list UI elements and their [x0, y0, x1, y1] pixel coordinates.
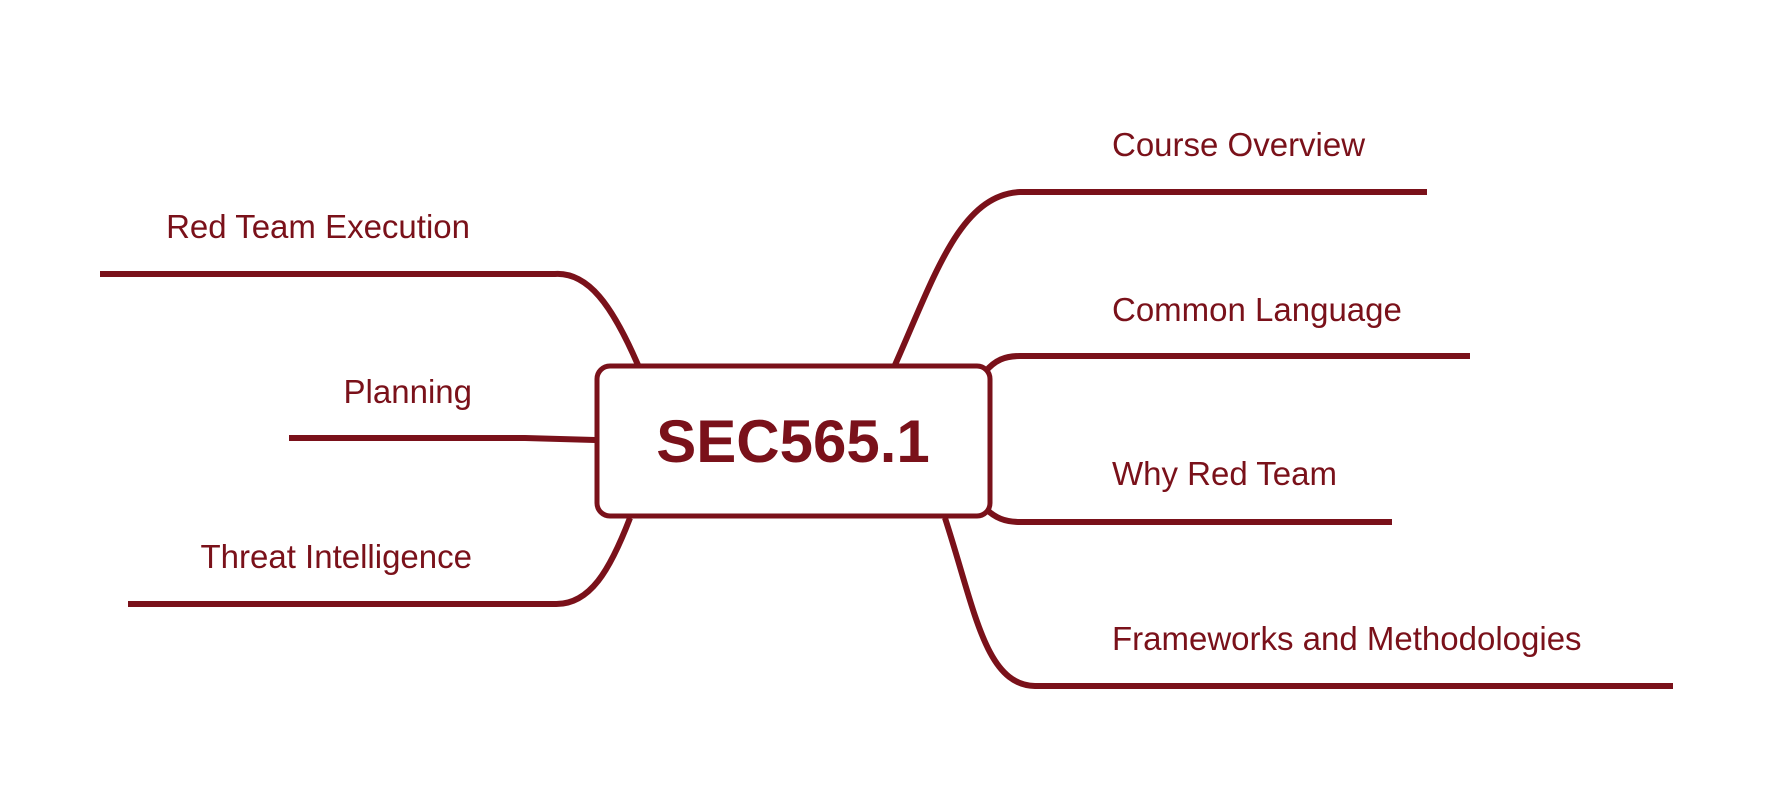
branch-label-common-language[interactable]: Common Language: [1112, 291, 1402, 328]
branch-label-red-team-execution[interactable]: Red Team Execution: [166, 208, 470, 245]
connector-threat-intelligence: [128, 516, 633, 608]
connector-planning: [289, 435, 596, 443]
branch-labels: Red Team Execution Planning Threat Intel…: [166, 126, 1581, 657]
connector-frameworks: [942, 517, 1673, 689]
connector-why-red-team: [982, 505, 1392, 525]
branch-label-planning[interactable]: Planning: [344, 373, 472, 410]
central-topic-box: [594, 363, 993, 519]
connector-red-team-execution: [100, 270, 641, 367]
branch-label-course-overview[interactable]: Course Overview: [1112, 126, 1365, 163]
connector-common-language: [982, 353, 1470, 374]
central-topic-node[interactable]: SEC565.1: [594, 363, 993, 519]
connector-course-overview: [892, 189, 1427, 367]
branch-label-threat-intelligence[interactable]: Threat Intelligence: [201, 538, 473, 575]
branch-label-why-red-team[interactable]: Why Red Team: [1112, 455, 1337, 492]
central-topic-label: SEC565.1: [656, 408, 930, 475]
branch-label-frameworks-and-methodologies[interactable]: Frameworks and Methodologies: [1112, 620, 1582, 657]
